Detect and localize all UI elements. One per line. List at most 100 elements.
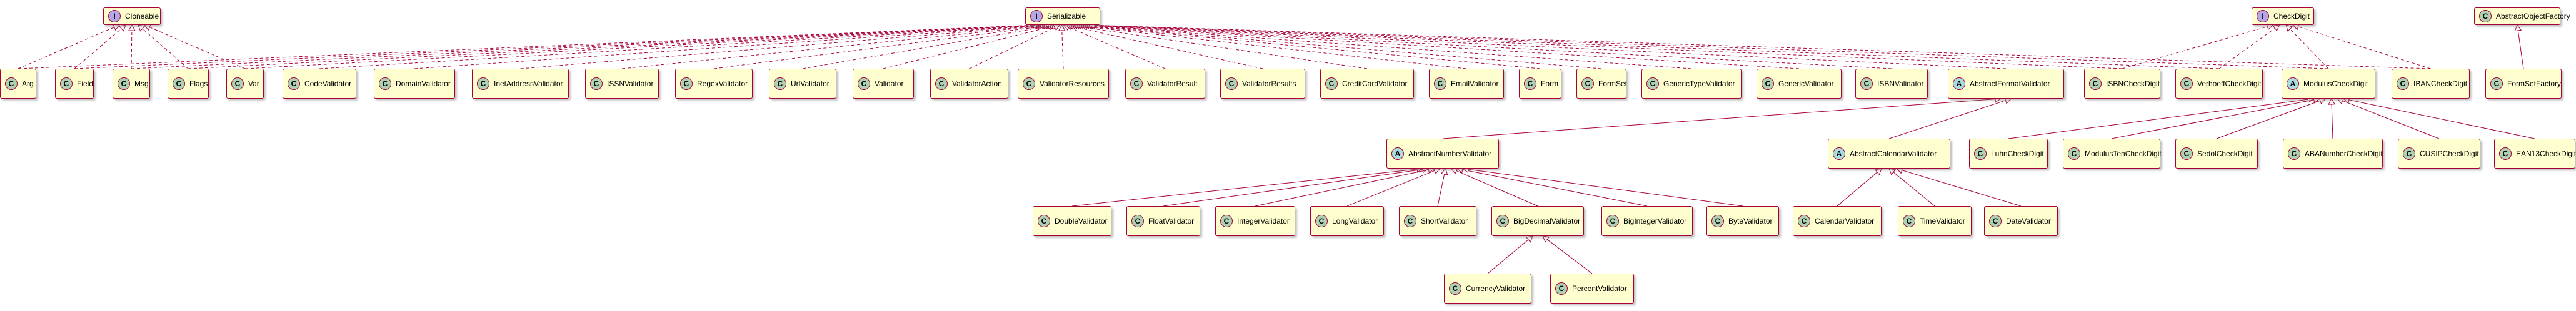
class-name: ValidatorResources — [1040, 79, 1105, 88]
edge-code-validator-to-serializable — [319, 25, 1041, 69]
class-node-validator-resources: C ValidatorResources — [1018, 69, 1109, 99]
class-node-msg: C Msg — [113, 69, 150, 99]
inheritance-arrowhead-icon — [138, 24, 146, 32]
class-name: Serializable — [1047, 12, 1086, 21]
edge-inet-address-validator-to-serializable — [520, 25, 1045, 69]
class-name: CreditCardValidator — [1342, 79, 1408, 88]
class-badge-icon: C — [1711, 215, 1724, 227]
inheritance-arrowhead-icon — [1450, 167, 1458, 175]
edge-msg-to-serializable — [131, 24, 1035, 69]
edge-big-decimal-validator-to-abstract-number-validator — [1456, 170, 1538, 207]
class-name: DomainValidator — [396, 79, 451, 88]
class-badge-icon: C — [118, 77, 130, 90]
class-badge-icon: C — [2397, 77, 2409, 90]
class-badge-icon: C — [1581, 77, 1594, 90]
edge-url-validator-to-serializable — [802, 26, 1051, 69]
edge-modulus-ten-check-digit-to-modulus-check-digit — [2111, 99, 2314, 139]
class-badge-icon: C — [2068, 147, 2080, 160]
class-name: AbstractFormatValidator — [1970, 79, 2050, 88]
class-name: UrlValidator — [791, 79, 829, 88]
class-name: VerhoeffCheckDigit — [2197, 79, 2262, 88]
inheritance-arrowhead-icon — [1440, 167, 1448, 175]
class-name: IntegerValidator — [1237, 217, 1290, 225]
class-badge-icon: C — [2180, 77, 2193, 90]
edge-form-to-serializable — [1076, 25, 1541, 69]
inheritance-arrowhead-icon — [112, 24, 120, 31]
edge-byte-validator-to-abstract-number-validator — [1468, 169, 1743, 207]
class-badge-icon: C — [1496, 215, 1509, 227]
class-name: IBANCheckDigit — [2413, 79, 2468, 88]
inheritance-arrowhead-icon — [2328, 97, 2335, 105]
edge-isbn-check-digit-to-serializable — [1088, 24, 2123, 69]
class-badge-icon: C — [1023, 77, 1035, 90]
inheritance-arrowhead-icon — [128, 24, 136, 31]
edge-validator-result-to-serializable — [1068, 27, 1166, 69]
class-badge-icon: C — [5, 77, 18, 90]
edge-float-validator-to-abstract-number-validator — [1163, 169, 1423, 207]
class-name: TimeValidator — [1920, 217, 1965, 225]
edge-generic-type-validator-to-serializable — [1081, 25, 1692, 69]
class-badge-icon: C — [1646, 77, 1659, 90]
class-name: AbstractNumberValidator — [1408, 149, 1492, 158]
edge-form-set-factory-to-abstract-object-factory — [2517, 30, 2524, 69]
class-badge-icon: C — [2490, 77, 2503, 90]
class-name: Field — [77, 79, 94, 88]
class-name: DateValidator — [2006, 217, 2051, 225]
edge-luhn-check-digit-to-modulus-check-digit — [2008, 99, 2308, 139]
class-name: DoubleValidator — [1055, 217, 1108, 225]
edge-abstract-number-validator-to-abstract-format-validator — [1442, 99, 1996, 139]
edge-long-validator-to-abstract-number-validator — [1346, 170, 1435, 207]
inheritance-arrowhead-icon — [144, 24, 152, 31]
interface-badge-icon: I — [108, 10, 121, 22]
class-badge-icon: C — [774, 77, 786, 90]
class-node-form-set: C FormSet — [1576, 69, 1628, 99]
inheritance-arrowhead-icon — [2272, 24, 2280, 32]
class-name: FormSet — [1598, 79, 1628, 88]
edge-calendar-validator-to-abstract-calendar-validator — [1837, 172, 1878, 207]
class-name: CurrencyValidator — [1466, 284, 1526, 293]
inheritance-arrowhead-icon — [1525, 235, 1533, 243]
edge-integer-validator-to-abstract-number-validator — [1255, 169, 1429, 207]
inheritance-arrowhead-icon — [2514, 24, 2522, 32]
edge-validator-to-serializable — [883, 26, 1053, 69]
class-badge-icon: C — [1903, 215, 1915, 227]
interface-badge-icon: I — [1030, 10, 1043, 22]
class-name: CalendarValidator — [1815, 217, 1875, 225]
class-badge-icon: C — [60, 77, 73, 90]
inheritance-arrowhead-icon — [1433, 167, 1441, 174]
interface-badge-icon: I — [2257, 10, 2269, 22]
class-name: Msg — [134, 79, 149, 88]
class-name: CUSIPCheckDigit — [2420, 149, 2479, 158]
class-badge-icon: C — [2288, 147, 2300, 160]
class-badge-icon: C — [1606, 215, 1619, 227]
edge-date-validator-to-abstract-calendar-validator — [1902, 170, 2022, 207]
edge-iban-check-digit-to-serializable — [1094, 24, 2431, 69]
edge-modulus-check-digit-to-check-digit — [2290, 29, 2329, 69]
class-name: LuhnCheckDigit — [1991, 149, 2044, 158]
edge-short-validator-to-abstract-number-validator — [1437, 174, 1445, 207]
class-name: EAN13CheckDigit — [2516, 149, 2576, 158]
inheritance-arrowhead-icon — [2337, 97, 2345, 104]
edge-validator-action-to-serializable — [969, 27, 1055, 69]
class-name: ByteValidator — [1728, 217, 1773, 225]
class-name: ABANumberCheckDigit — [2305, 149, 2383, 158]
